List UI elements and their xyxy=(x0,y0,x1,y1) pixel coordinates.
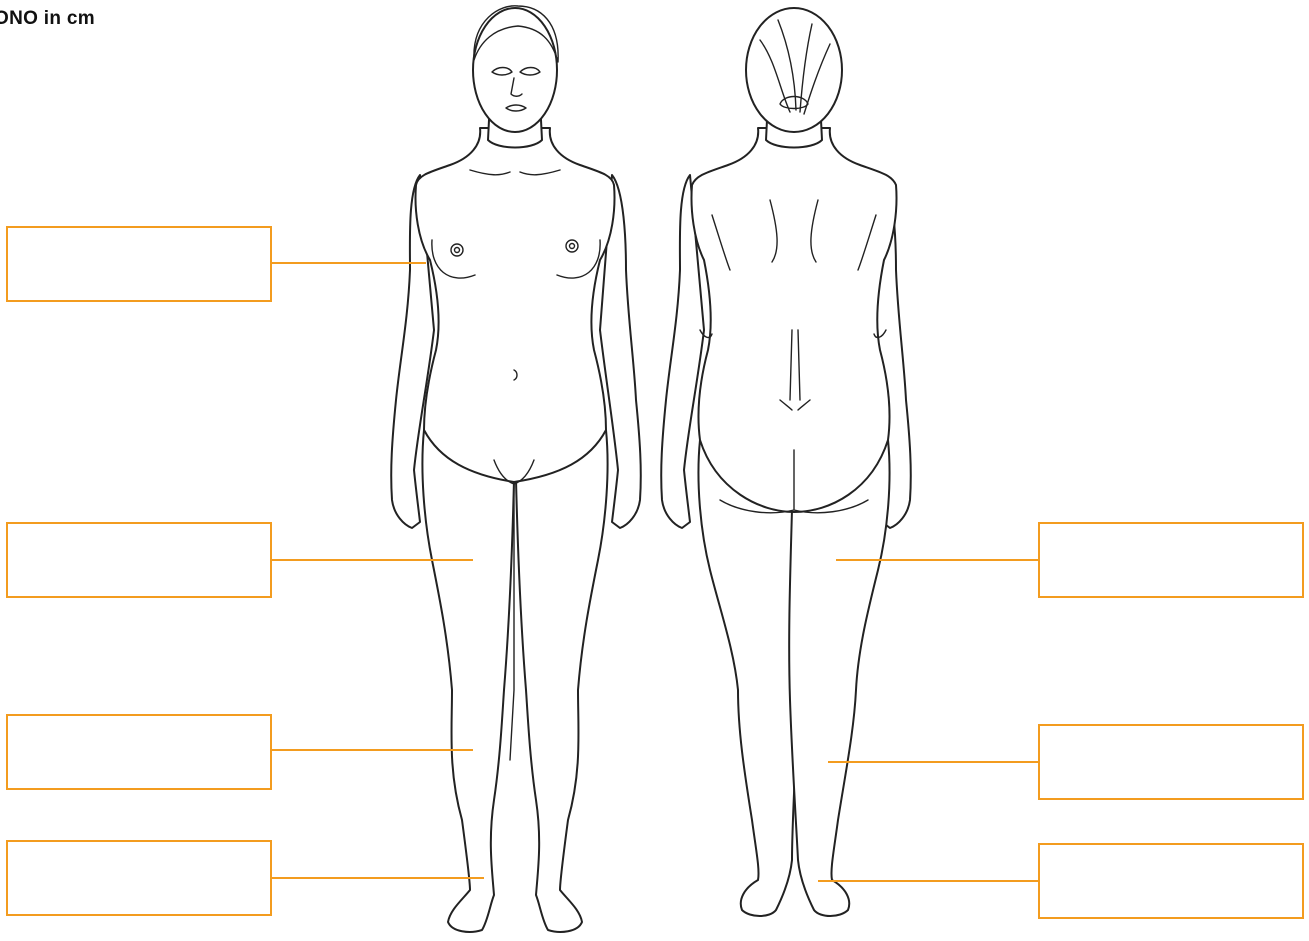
back-calf-field[interactable] xyxy=(1040,726,1302,798)
front-thigh-box xyxy=(6,522,272,598)
back-ankle-field[interactable] xyxy=(1040,845,1302,917)
front-bust-field[interactable] xyxy=(8,228,270,300)
back-figure xyxy=(661,8,911,916)
front-left-leg xyxy=(422,430,514,932)
front-knee-field[interactable] xyxy=(8,716,270,788)
front-ankle-field[interactable] xyxy=(8,842,270,914)
front-ankle-box xyxy=(6,840,272,916)
back-thigh-box xyxy=(1038,522,1304,598)
back-thigh-field[interactable] xyxy=(1040,524,1302,596)
back-calf-box xyxy=(1038,724,1304,800)
front-thigh-field[interactable] xyxy=(8,524,270,596)
back-ankle-box xyxy=(1038,843,1304,919)
front-figure xyxy=(391,6,641,932)
front-right-leg xyxy=(516,430,608,932)
front-torso xyxy=(416,128,615,482)
front-bust-box xyxy=(6,226,272,302)
front-knee-box xyxy=(6,714,272,790)
back-head xyxy=(746,8,842,132)
